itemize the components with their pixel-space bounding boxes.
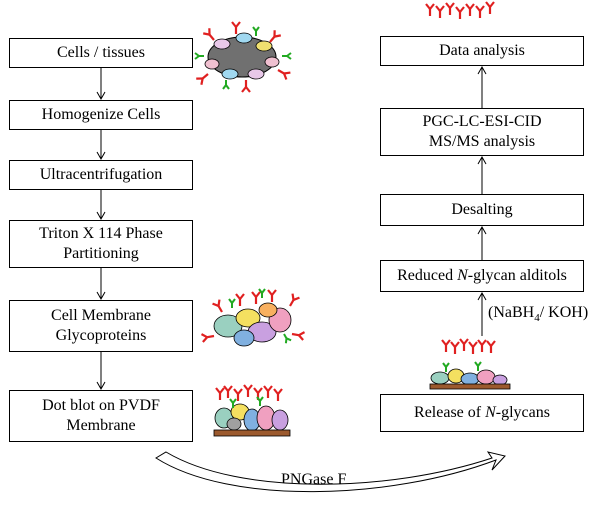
deglycosylated-membrane-icon (429, 361, 511, 390)
membrane-glycoproteins-icon (200, 288, 306, 347)
step-reduced-alditols: Reduced N-glycan alditols (380, 260, 584, 292)
step-label: Reduced N-glycan alditols (397, 267, 567, 284)
step-label: Desalting (451, 201, 513, 218)
step-ultracentrifugation: Ultracentrifugation (9, 160, 193, 190)
step-triton-partitioning: Triton X 114 Phase Partitioning (9, 220, 193, 268)
step-release-glycans: Release of N-glycans (380, 394, 584, 432)
step-label: Release of N-glycans (414, 404, 550, 421)
released-glycans-icon (440, 337, 497, 356)
step-cells-tissues: Cells / tissues (9, 38, 193, 68)
step-label: Dot blot on PVDF (42, 397, 160, 414)
step-data-analysis: Data analysis (380, 36, 584, 66)
step-label: Data analysis (439, 42, 525, 59)
step-homogenize: Homogenize Cells (9, 100, 193, 130)
step-label: Homogenize Cells (41, 106, 161, 123)
step-label: Cell Membrane (51, 307, 151, 324)
step-pgc-lc-ms: PGC-LC-ESI-CID MS/MS analysis (380, 108, 584, 156)
step-label: MS/MS analysis (428, 133, 536, 150)
step-label: Ultracentrifugation (39, 166, 163, 183)
step-desalting: Desalting (380, 194, 584, 226)
step-label: Partitioning (63, 245, 139, 262)
step-label: PGC-LC-ESI-CID (422, 113, 542, 130)
step-membrane-glycoproteins: Cell Membrane Glycoproteins (9, 300, 193, 352)
step-label: Membrane (66, 417, 136, 434)
step-label: Cells / tissues (56, 44, 145, 61)
curved-transfer-arrow (155, 451, 506, 493)
step-label: Glycoproteins (55, 327, 147, 344)
step-label: Triton X 114 Phase (39, 225, 163, 242)
cell-icon (194, 20, 292, 94)
step-dot-blot: Dot blot on PVDF Membrane (9, 390, 193, 442)
reagent-label: (NaBH4/ KOH) (488, 304, 589, 325)
released-glycans-top-icon (424, 0, 496, 21)
dot-blot-membrane-icon (213, 383, 291, 437)
